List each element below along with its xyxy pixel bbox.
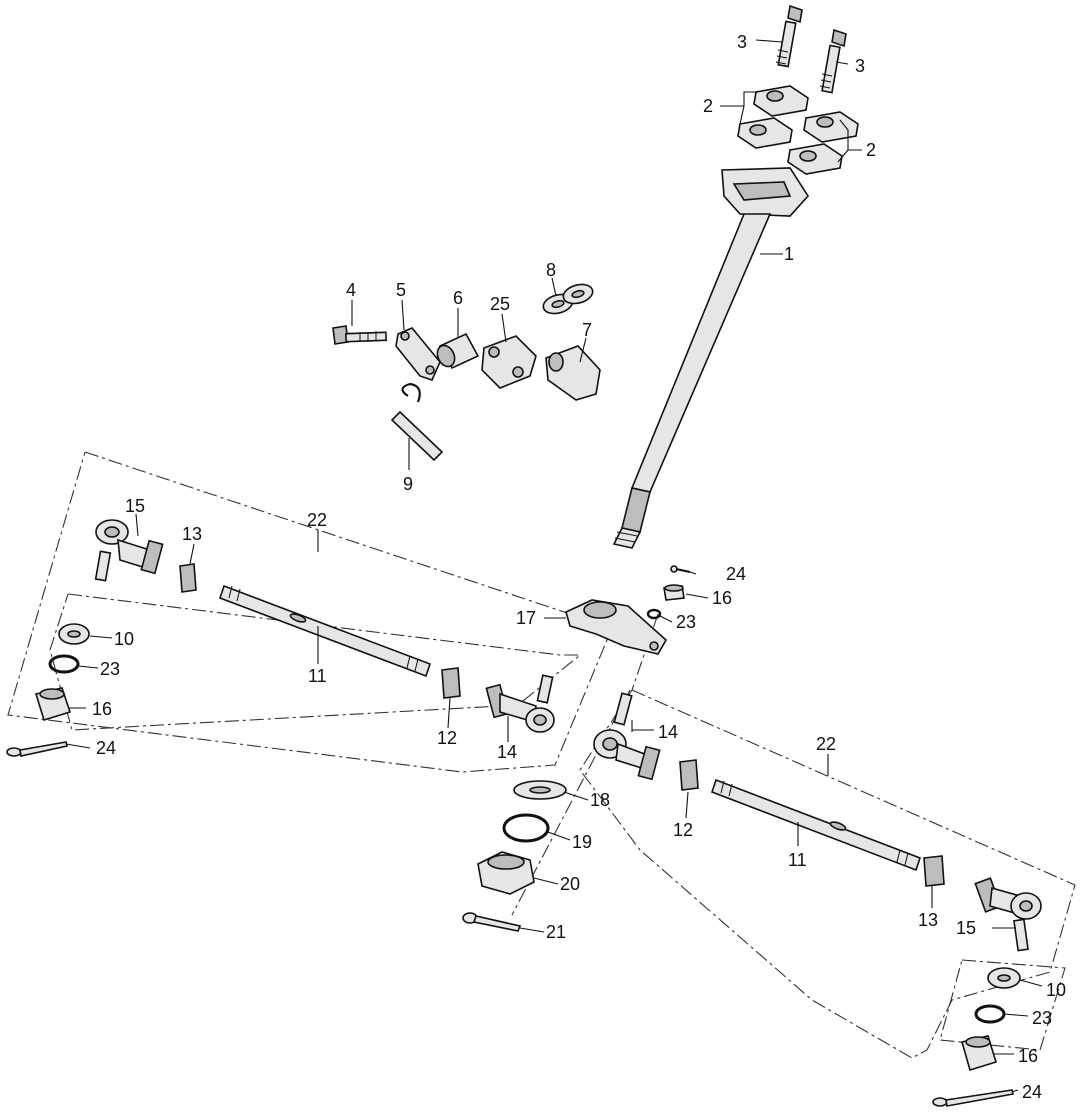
label-part-13-left: 13 [182,524,202,544]
collar-6 [436,332,480,370]
clamp-2-top-left [753,85,809,117]
label-part-12-left: 12 [437,728,457,748]
washer-10-left [58,623,90,645]
bolt-4 [332,325,387,345]
cotter-pin-24-center [670,565,691,573]
nut-13-right [923,855,945,887]
label-part-11-left: 11 [308,666,327,686]
label-part-4: 4 [346,280,356,300]
label-part-5: 5 [396,280,406,300]
cotter-pin-21 [462,912,522,932]
label-part-23-left: 23 [100,659,120,679]
label-part-16-right: 16 [1018,1046,1038,1066]
pitman-axis-line [631,613,659,691]
nut-12-right [679,759,699,791]
label-part-3-left: 3 [737,32,747,52]
label-part-9: 9 [403,474,413,494]
label-part-15-left: 15 [125,496,145,516]
part-labels: 3 3 2 2 1 4 5 6 25 8 7 9 22 15 13 11 10 … [92,32,1066,1102]
bracket-7 [545,345,601,401]
nut-13-left [179,563,197,593]
washers-8 [542,283,594,315]
washer-10-right [987,967,1021,989]
bracket-25 [481,335,537,389]
castle-nut-16-right [960,1035,997,1072]
snap-ring-23-left [48,654,80,674]
steering-shaft-1 [612,167,810,549]
label-part-25: 25 [490,294,510,314]
label-part-18: 18 [590,790,610,810]
pin-9 [390,382,444,462]
label-part-17: 17 [516,608,536,628]
cotter-pin-24-right [932,1089,1014,1107]
label-part-14-right: 14 [658,722,678,742]
right-tie-rod-inner-boundary [939,959,1066,1051]
label-part-3-right: 3 [855,56,865,76]
bolt-3-left [775,4,803,68]
label-part-10-right: 10 [1046,980,1066,1000]
label-part-1: 1 [784,244,794,264]
leader-lines [65,39,1043,1093]
label-part-7: 7 [582,320,592,340]
label-part-22-left: 22 [307,510,327,530]
tie-rod-end-15-left [94,519,164,582]
label-part-14-left: 14 [497,742,517,762]
snap-ring-23-right [974,1004,1006,1024]
pitman-arm-17 [565,599,668,655]
cotter-pin-24-left [6,741,68,757]
right-tie-rod-outer-boundary [579,689,1076,1059]
label-part-6: 6 [453,288,463,308]
snap-ring-23-center [646,608,662,620]
clamp-2-set [737,85,859,175]
castle-nut-16-center [663,584,685,601]
washer-18 [513,780,567,800]
nut-20 [477,851,535,895]
nut-12-left [441,667,461,699]
label-part-21: 21 [546,922,566,942]
tie-rod-end-15-right [974,877,1042,952]
label-part-11-right: 11 [788,850,807,870]
tie-rod-end-14-right [593,692,661,781]
tie-rod-11-left [218,584,432,678]
label-part-22-right: 22 [816,734,836,754]
assembly-boundaries [7,451,1076,1059]
label-part-16-left: 16 [92,699,112,719]
label-part-20: 20 [560,874,580,894]
castle-nut-16-left [34,687,72,721]
label-part-10-left: 10 [114,629,134,649]
label-part-24-left: 24 [96,738,116,758]
bolt-3-right [819,28,847,94]
label-part-8: 8 [546,260,556,280]
label-part-15-right: 15 [956,918,976,938]
clamp-2-top-right [803,111,859,143]
lock-plate-5 [395,327,441,381]
label-part-19: 19 [572,832,592,852]
tie-rod-end-14-left [485,674,555,733]
tie-rod-11-right [710,778,922,872]
label-part-23-center: 23 [676,612,696,632]
label-part-16-center: 16 [712,588,732,608]
snap-ring-19 [502,813,550,843]
label-part-2-right: 2 [866,140,876,160]
label-part-12-right: 12 [673,820,693,840]
label-part-23-right: 23 [1032,1008,1052,1028]
label-part-2-left: 2 [703,96,713,116]
label-part-13-right: 13 [918,910,938,930]
label-part-24-center: 24 [726,564,746,584]
label-part-24-right: 24 [1022,1082,1042,1102]
left-tie-rod-outer-boundary [7,451,613,773]
